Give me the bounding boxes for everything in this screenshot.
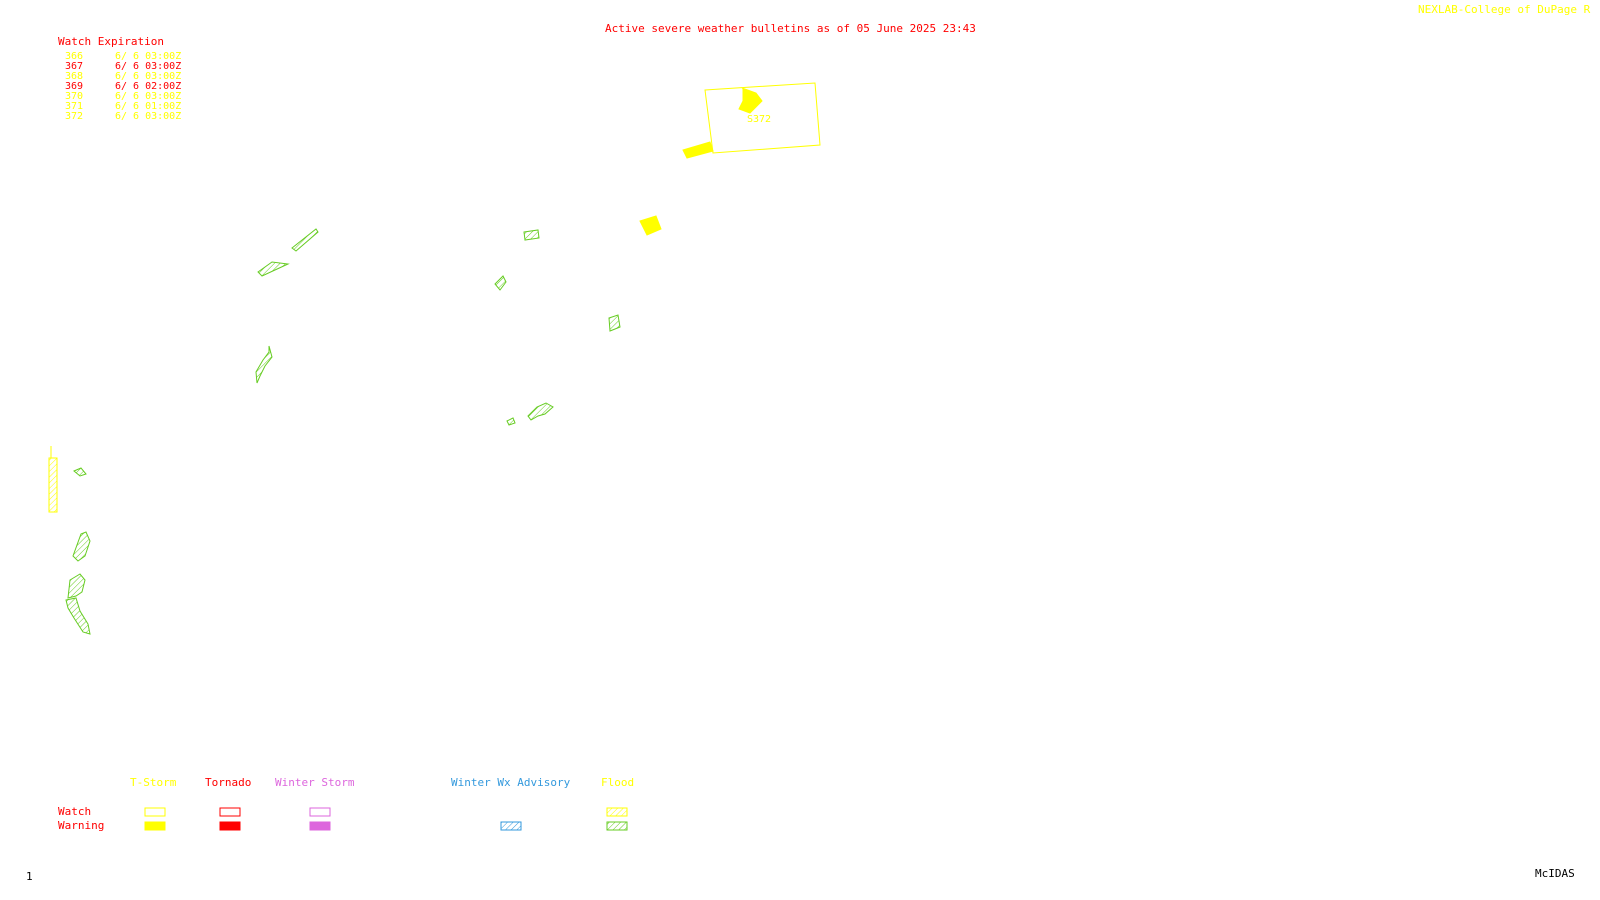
watch-box-372 xyxy=(704,82,821,154)
watch-number: 369 xyxy=(65,81,84,92)
watch-number: 371 xyxy=(65,101,84,112)
flood-warning-polygon xyxy=(67,573,86,599)
watch-time: 6/ 6 01:00Z xyxy=(115,101,182,112)
flood-warning-polygon xyxy=(523,229,540,241)
flood-warning-polygon xyxy=(73,467,87,477)
legend-flood-warning-swatch xyxy=(606,821,628,831)
watch-row: 370 6/ 6 03:00Z xyxy=(65,92,181,102)
flood-warning-polygon xyxy=(65,597,91,635)
legend-winter-storm-warning-swatch xyxy=(309,821,331,831)
legend-tstorm-warning-swatch xyxy=(144,821,166,831)
flood-warning-polygon xyxy=(506,417,516,426)
watch-row: 368 6/ 6 03:00Z xyxy=(65,72,181,82)
watch-row: 366 6/ 6 03:00Z xyxy=(65,52,181,62)
legend-winter-adv-label: Winter Wx Advisory xyxy=(451,776,571,789)
legend-tstorm-watch-swatch xyxy=(144,807,166,817)
legend-winter-storm-watch-swatch xyxy=(309,807,331,817)
legend-flood-label: Flood xyxy=(601,776,635,789)
tstorm-warning-polygon xyxy=(738,87,763,114)
legend-winter-storm-label: Winter Storm xyxy=(275,776,355,789)
watch-number: 366 xyxy=(65,51,84,62)
flood-warning-polygon xyxy=(527,402,554,421)
watch-number: 372 xyxy=(65,111,84,122)
legend-tornado-warning-swatch xyxy=(219,821,241,831)
watch-row: 372 6/ 6 03:00Z xyxy=(65,112,181,122)
watch-time: 6/ 6 03:00Z xyxy=(115,91,182,102)
flood-warning-polygon xyxy=(608,314,621,332)
watch-time: 6/ 6 03:00Z xyxy=(115,51,182,62)
legend-watch-row-label: Watch xyxy=(58,805,92,818)
flood-warning-polygon xyxy=(291,228,319,252)
page-title: Active severe weather bulletins as of 05… xyxy=(605,22,976,35)
flood-warning-polygon xyxy=(494,275,507,291)
legend-flood-watch-swatch xyxy=(606,807,628,817)
watch-row: 371 6/ 6 01:00Z xyxy=(65,102,181,112)
watch-time: 6/ 6 03:00Z xyxy=(115,111,182,122)
credit-label: NEXLAB-College of DuPage R xyxy=(1418,3,1591,16)
software-label: McIDAS xyxy=(1535,867,1575,880)
watch-number: 368 xyxy=(65,71,84,82)
flood-warning-polygon xyxy=(257,261,290,277)
legend-tstorm-label: T-Storm xyxy=(130,776,177,789)
legend-tornado-label: Tornado xyxy=(205,776,252,789)
watch-time: 6/ 6 03:00Z xyxy=(115,61,182,72)
watch-time: 6/ 6 02:00Z xyxy=(115,81,182,92)
flood-warning-polygon xyxy=(255,345,273,384)
legend-warning-row-label: Warning xyxy=(58,819,105,832)
watch-expiration-title: Watch Expiration xyxy=(58,35,164,48)
legend-winter-adv-warning-swatch xyxy=(500,821,522,831)
flood-watch-polygon xyxy=(48,457,58,513)
legend-tornado-watch-swatch xyxy=(219,807,241,817)
watch-box-label: S372 xyxy=(747,114,771,125)
watch-row: 367 6/ 6 03:00Z xyxy=(65,62,181,72)
watch-number: 370 xyxy=(65,91,84,102)
tstorm-warning-polygon xyxy=(682,141,714,159)
watch-row: 369 6/ 6 02:00Z xyxy=(65,82,181,92)
tstorm-warning-polygon xyxy=(639,215,662,236)
watch-number: 367 xyxy=(65,61,84,72)
frame-number: 1 xyxy=(26,870,33,883)
watch-time: 6/ 6 03:00Z xyxy=(115,71,182,82)
flood-warning-polygon xyxy=(72,531,91,562)
